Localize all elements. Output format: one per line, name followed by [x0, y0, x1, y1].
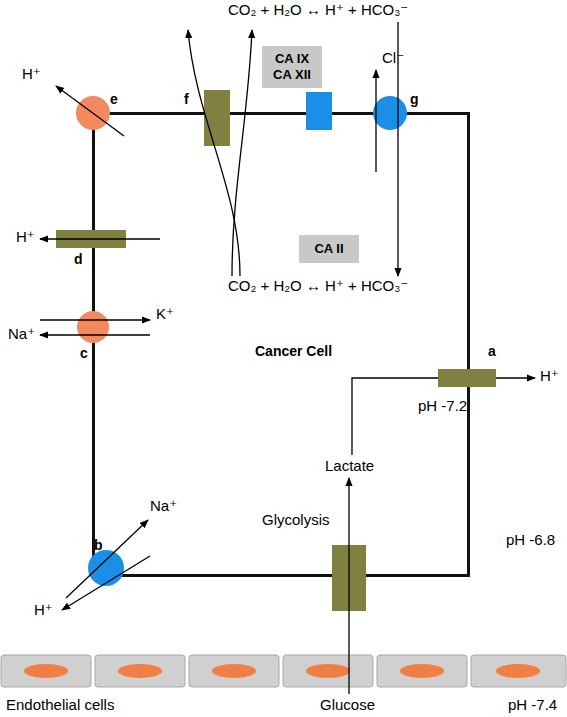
- callout-letter: g: [410, 92, 419, 107]
- text-label: K⁺: [156, 306, 174, 323]
- proton-arrow: [62, 556, 150, 610]
- callout-letter: c: [80, 346, 88, 361]
- nucleus: [118, 664, 162, 678]
- endothelial-cell: [471, 655, 566, 687]
- text-label: CO₂ + H₂O ↔ H⁺ + HCO₃⁻: [228, 2, 408, 19]
- text-label: Glucose: [320, 697, 375, 714]
- callout-letter: a: [488, 344, 496, 359]
- endothelial-row: [1, 655, 566, 687]
- text-label: Endothelial cells: [6, 697, 114, 714]
- transporter-f: [204, 90, 230, 146]
- nucleus: [306, 664, 350, 678]
- callout-letter: b: [94, 538, 103, 553]
- enzyme-name: CA II: [314, 241, 343, 257]
- text-label: H⁺: [16, 229, 35, 246]
- callout-letter: d: [74, 252, 83, 267]
- endothelial-cell: [95, 655, 185, 687]
- potassium-arrow: [40, 319, 150, 320]
- text-label: CO₂ + H₂O ↔ H⁺ + HCO₃⁻: [228, 278, 408, 295]
- text-label: pH -6.8: [506, 532, 555, 549]
- pump-c: [77, 311, 109, 343]
- exchanger-g: [373, 96, 407, 130]
- sodium-arrow: [40, 334, 150, 335]
- exchanger-b: [88, 550, 124, 586]
- glucose-arrow: [348, 478, 349, 694]
- callout-letter: e: [110, 92, 118, 107]
- nucleus: [496, 664, 540, 678]
- callout-letter: f: [184, 92, 189, 107]
- chloride-arrow: [375, 70, 376, 172]
- proton-arrow: [56, 86, 124, 136]
- endothelial-cell: [189, 655, 279, 687]
- lactate-arrow: [352, 378, 535, 455]
- cell-label: Cancer Cell: [255, 343, 332, 359]
- endothelial-cell: [283, 655, 373, 687]
- co2-diffusion-arrow: [232, 30, 252, 276]
- nucleus: [24, 664, 68, 678]
- text-label: pH -7.2: [418, 398, 467, 415]
- text-label: Lactate: [325, 458, 374, 475]
- co2-diffusion-arrow: [188, 30, 240, 276]
- text-label: Na⁺: [8, 326, 35, 343]
- sodium-arrow: [66, 520, 148, 598]
- cell-membrane: Cancer Cell CA II: [92, 112, 470, 577]
- endothelial-cell: [377, 655, 467, 687]
- ca-membrane-anchor: [306, 92, 332, 130]
- text-label: H⁺: [540, 368, 559, 385]
- text-label: H⁺: [22, 66, 41, 83]
- enzyme-box: CA IX CA XII: [262, 46, 322, 88]
- proton-arrow: [40, 238, 160, 239]
- nucleus: [400, 664, 444, 678]
- transporter-a: [438, 369, 496, 387]
- text-label: Cl⁻: [382, 50, 404, 67]
- text-label: pH -7.4: [508, 697, 557, 714]
- enzyme-box: CA II: [299, 235, 359, 263]
- nucleus: [212, 664, 256, 678]
- text-label: H⁺: [34, 602, 53, 619]
- text-label: Na⁺: [150, 498, 177, 515]
- endothelial-cell: [1, 655, 91, 687]
- text-label: Glycolysis: [262, 512, 330, 529]
- enzyme-name: CA IX CA XII: [266, 51, 318, 84]
